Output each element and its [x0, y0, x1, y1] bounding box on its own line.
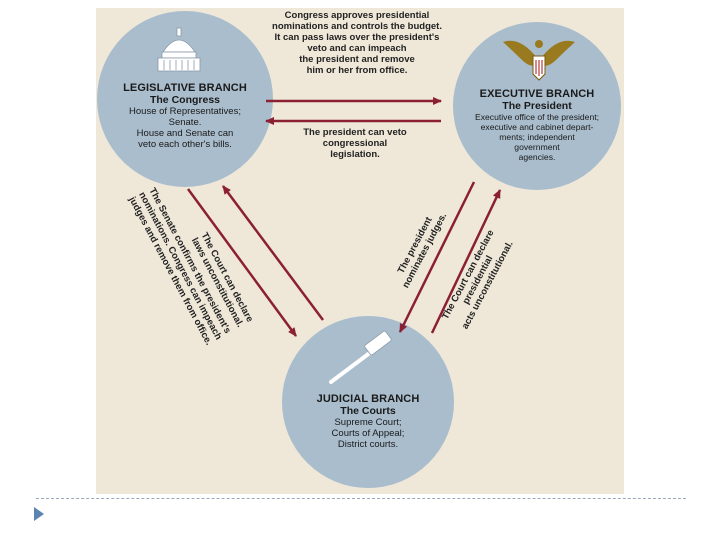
branch-description: Executive office of the president;execut…: [474, 112, 600, 162]
branch-description: House of Representatives;Senate. House a…: [129, 106, 241, 150]
branch-name: JUDICIAL BRANCH: [316, 393, 420, 405]
branch-subtitle: The Congress: [149, 94, 220, 106]
gavel-icon: [329, 330, 392, 384]
arrow-congress-to-courts: [186, 188, 298, 337]
arrow-courts-to-president: [430, 189, 502, 334]
branch-name: EXECUTIVE BRANCH: [479, 88, 595, 100]
arrow-courts-to-congress: [221, 185, 325, 321]
executive-branch-label: EXECUTIVE BRANCH The President Executive…: [453, 88, 621, 162]
eagle-seal-icon: [503, 40, 575, 81]
branch-description: Supreme Court;Courts of Appeal;District …: [331, 417, 405, 450]
executive-circle: [453, 22, 621, 190]
branch-subtitle: The President: [502, 100, 572, 112]
legislative-branch-label: LEGISLATIVE BRANCH The Congress House of…: [97, 82, 273, 150]
capitol-dome-icon: [157, 27, 201, 72]
branch-subtitle: The Courts: [340, 405, 396, 417]
bullet-arrow-icon: [34, 507, 44, 521]
legislative-circle: [97, 11, 273, 187]
judicial-branch-label: JUDICIAL BRANCH The Courts Supreme Court…: [282, 393, 454, 450]
slide-divider: [36, 498, 686, 499]
arrow-president-to-courts: [398, 181, 476, 333]
branch-name: LEGISLATIVE BRANCH: [123, 82, 247, 94]
